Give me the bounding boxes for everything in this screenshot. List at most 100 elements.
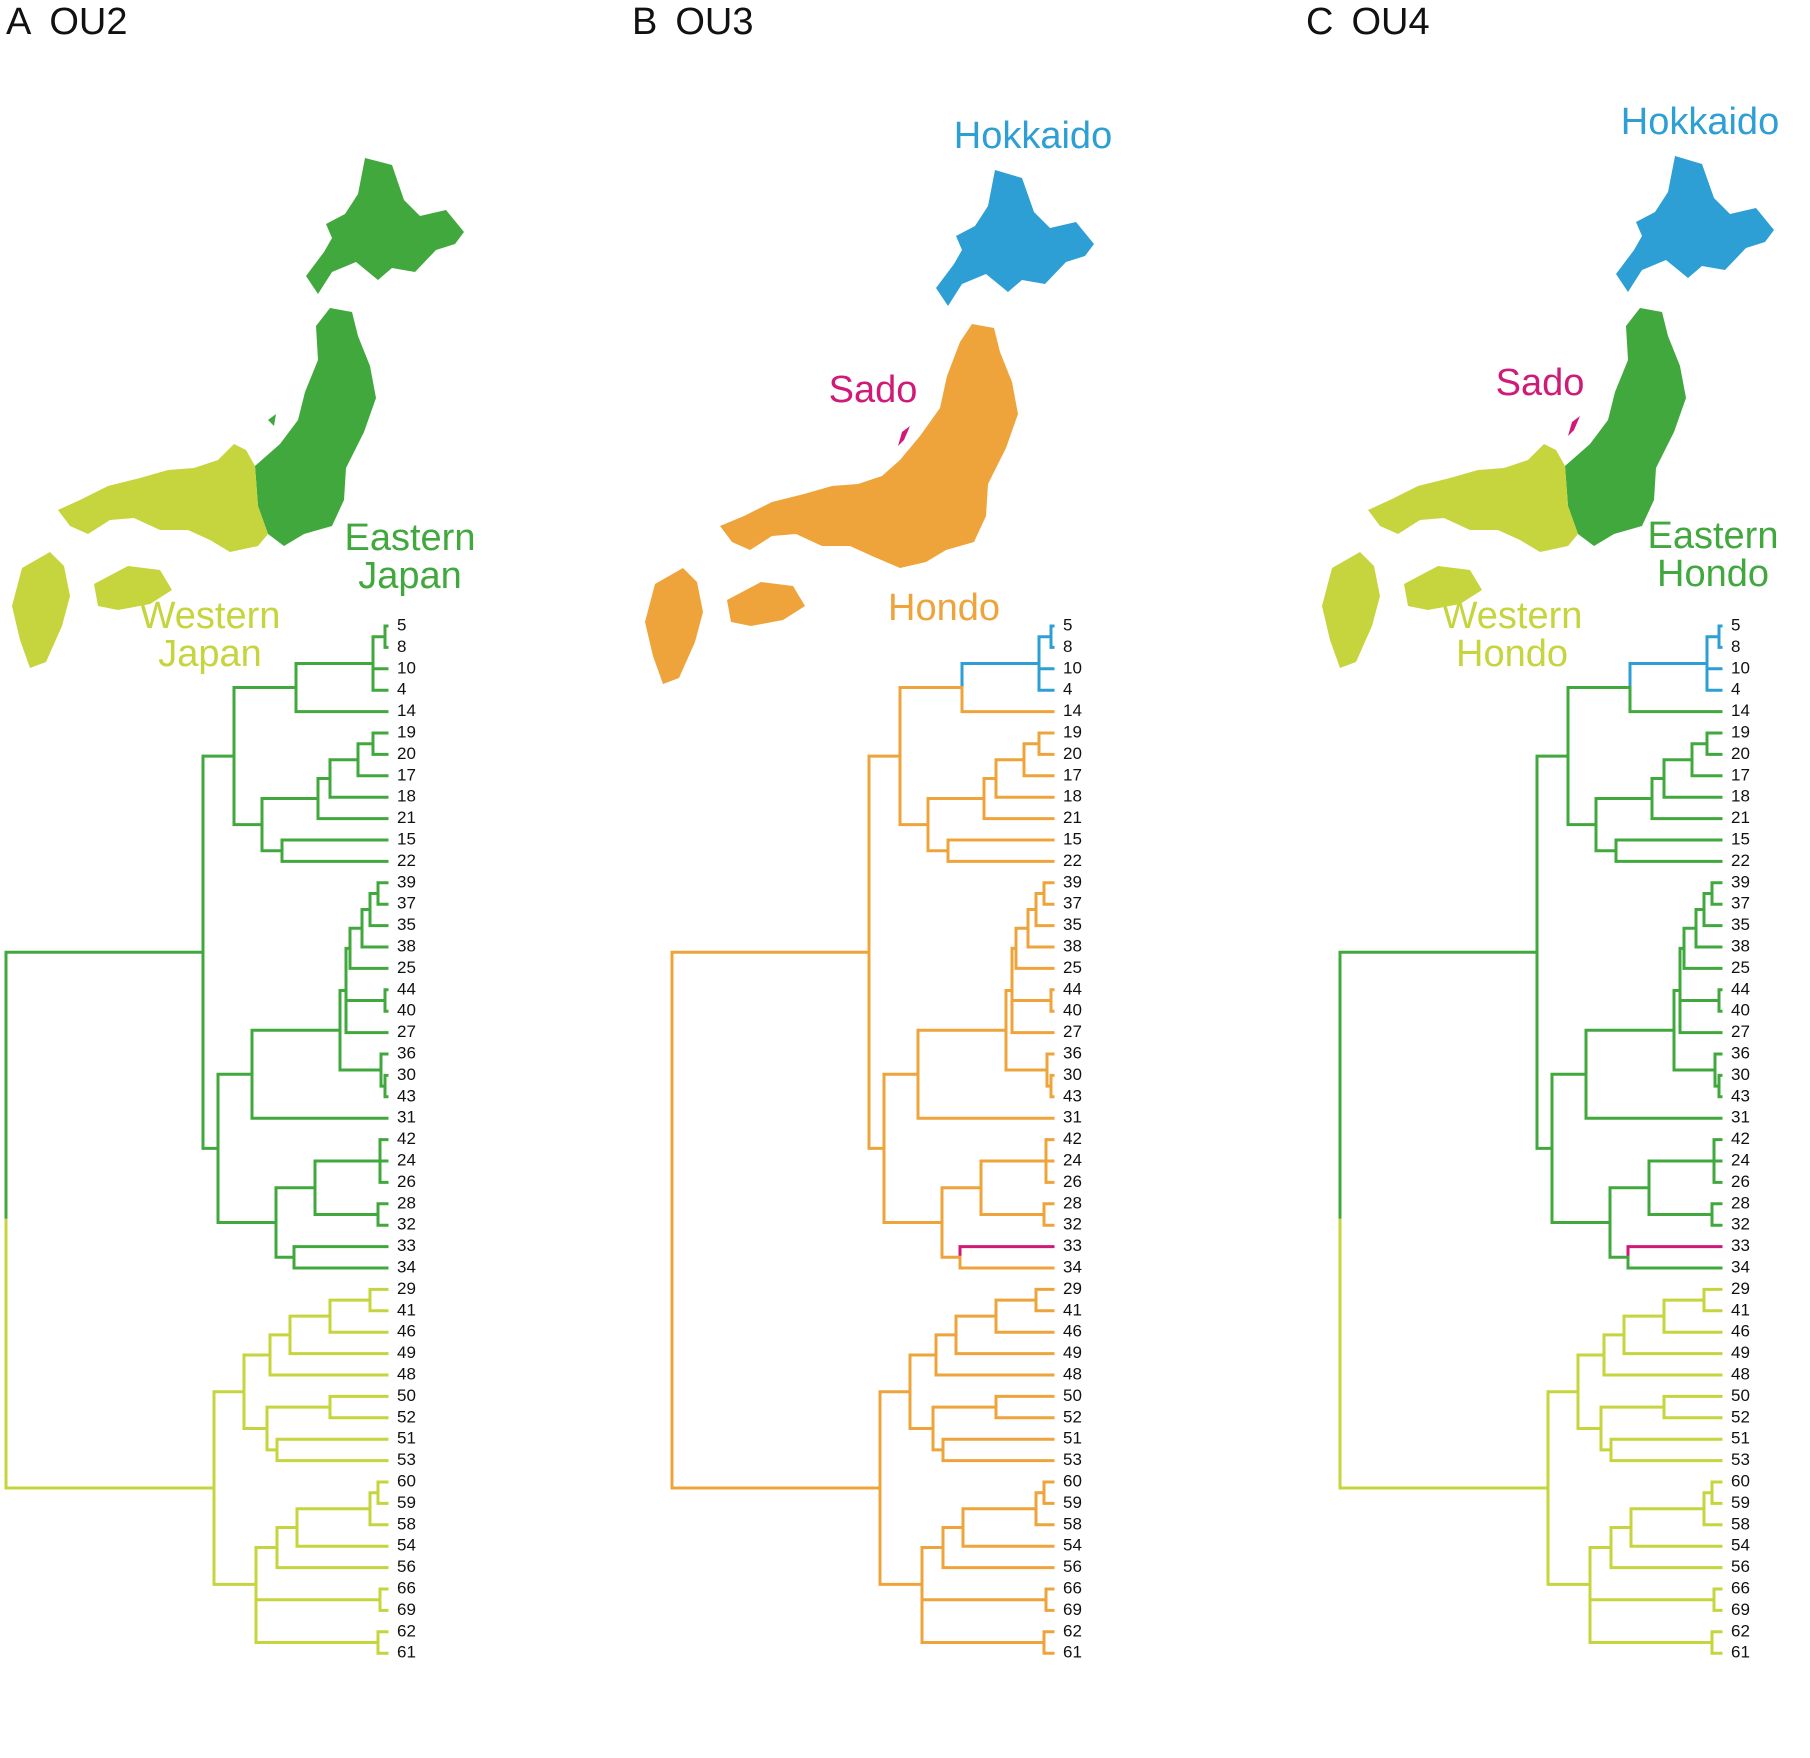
panel-c-branch-19 — [1705, 731, 1723, 746]
panel-c-branch-W — [1338, 1218, 1550, 1490]
panel-c-tip-label: 49 — [1731, 1343, 1750, 1362]
panel-a-branch-EB1c — [338, 1028, 383, 1072]
panel-a-branch-WA1a — [268, 1333, 292, 1357]
panel-c-branch-18 — [1662, 776, 1723, 799]
panel-a-branch-EB2c — [313, 1159, 382, 1190]
panel-c-branch-59 — [1710, 1491, 1723, 1505]
panel-a-branch-59 — [376, 1491, 389, 1505]
panel-b-branch-56 — [941, 1546, 1055, 1570]
panel-b-branch-41 — [1034, 1298, 1055, 1313]
panel-a-branch-WB2b — [254, 1619, 380, 1644]
panel-c-branch-WB — [1546, 1486, 1592, 1586]
panel-c-branch-WA2b — [1599, 1427, 1613, 1452]
panel-a-branch-50 — [328, 1394, 389, 1409]
panel-c-map-east-hondo — [1565, 308, 1686, 546]
panel-c-tip-label: 56 — [1731, 1557, 1750, 1576]
panel-a-branch-EB1f — [360, 908, 372, 930]
panel-c-branch-E2d — [1662, 758, 1694, 780]
panel-a-branch-20 — [371, 742, 389, 756]
panel-b-branch-32 — [1042, 1213, 1055, 1227]
panel-c-tip-label: 62 — [1731, 1621, 1750, 1640]
panel-a-branch-66 — [378, 1587, 389, 1602]
panel-c-map-hokkaido — [1616, 156, 1774, 292]
panel-b-tip-label: 20 — [1063, 744, 1082, 763]
panel-b-branch-33 — [958, 1245, 1055, 1259]
panel-a-tip-label: 25 — [397, 958, 416, 977]
panel-b-branch-61 — [1042, 1641, 1055, 1655]
panel-b-tip-label: 44 — [1063, 979, 1082, 998]
panel-c-branch-36 — [1713, 1052, 1723, 1072]
panel-b-branch-s4440 — [1010, 988, 1053, 1002]
panel-b-branch-8 — [1049, 635, 1055, 649]
panel-b-tip-label: 17 — [1063, 765, 1082, 784]
panel-c-tip-label: 19 — [1731, 722, 1750, 741]
panel-b-branch-WA2 — [908, 1390, 935, 1430]
panel-b-tip-label: 28 — [1063, 1193, 1082, 1212]
panel-a-branch-40 — [383, 999, 389, 1013]
panel-a-branch-8 — [383, 635, 389, 649]
panel-c-branch-EB1f — [1694, 908, 1706, 930]
panel-b-branch-5 — [1049, 624, 1055, 639]
panel-c-branch-EB2c — [1647, 1159, 1716, 1190]
panel-b-tip-label: 19 — [1063, 722, 1082, 741]
panel-b-region-hondo: Hondo — [888, 587, 1000, 629]
panel-c-branch-40 — [1717, 999, 1723, 1013]
panel-c-tip-label: 21 — [1731, 808, 1750, 827]
panel-c-branch-41 — [1702, 1298, 1723, 1313]
panel-c-tip-label: 31 — [1731, 1108, 1750, 1127]
panel-b-branch-60 — [1042, 1480, 1055, 1495]
panel-a-tip-label: 51 — [397, 1429, 416, 1448]
panel-c-branch-56 — [1609, 1546, 1723, 1570]
panel-a-branch-31 — [250, 1072, 389, 1120]
panel-b-branch-W — [670, 1218, 882, 1490]
panel-b-branch-WB1a — [941, 1525, 965, 1550]
panel-b-branch-44 — [1049, 988, 1055, 1002]
panel-a-branch-25 — [348, 946, 389, 970]
panel-c-branch-33 — [1626, 1245, 1723, 1259]
panel-a-branch-46 — [328, 1314, 389, 1334]
panel-a-branch-28 — [376, 1202, 389, 1216]
panel-b-tip-label: 54 — [1063, 1536, 1082, 1555]
panel-c-branch-EB — [1535, 950, 1554, 1150]
panel-b-tip-label: 21 — [1063, 808, 1082, 827]
panel-b-tip-label: 58 — [1063, 1514, 1082, 1533]
panel-b-branch-EB — [867, 950, 886, 1150]
panel-b-branch-58 — [1034, 1507, 1055, 1527]
panel-c-branch-E2 — [1566, 754, 1598, 827]
panel-c-tip-label: 54 — [1731, 1536, 1750, 1555]
panel-b-branch-34 — [958, 1255, 1055, 1270]
panel-a-branch-37 — [376, 892, 389, 906]
panel-a-branch-WA2 — [242, 1390, 269, 1430]
panel-b-branch-WA2b — [931, 1427, 945, 1452]
panel-c-branch-52 — [1662, 1405, 1723, 1420]
panel-a-tip-label: 42 — [397, 1129, 416, 1148]
panel-a-tip-label: 28 — [397, 1193, 416, 1212]
panel-c-tip-label: 48 — [1731, 1364, 1750, 1383]
panel-a-branch-33 — [292, 1245, 389, 1259]
panel-b-branch-27 — [1010, 988, 1055, 1035]
panel-c-branch-EB2d — [1647, 1186, 1714, 1216]
panel-a-branch-s4440 — [344, 988, 387, 1002]
panel-c-branch-30 — [1717, 1073, 1723, 1088]
panel-c-branch-EB1 — [1550, 1072, 1588, 1150]
panel-a-branch-W — [4, 1218, 216, 1490]
panel-b-branch-17 — [1022, 758, 1055, 778]
panel-b-tip-label: 51 — [1063, 1429, 1082, 1448]
panel-c-branch-44 — [1717, 988, 1723, 1002]
panel-b-tip-label: 66 — [1063, 1578, 1082, 1597]
panel-a-tip-label: 21 — [397, 808, 416, 827]
panel-a-tip-label: 58 — [397, 1514, 416, 1533]
panel-a-branch-E2c — [316, 776, 332, 801]
panel-c-branch-E2b — [1594, 823, 1618, 853]
panel-b-tip-label: 50 — [1063, 1386, 1082, 1405]
panel-c-tip-label: 25 — [1731, 958, 1750, 977]
panel-a-branch-19 — [371, 731, 389, 746]
panel-b-branch-s3937 — [1034, 892, 1046, 912]
panel-a-tip-label: 60 — [397, 1471, 416, 1490]
panel-c-tip-label: 60 — [1731, 1471, 1750, 1490]
panel-b-branch-EB1e — [1014, 926, 1030, 950]
panel-a-tip-label: 61 — [397, 1643, 416, 1662]
panel-c-tip-label: 10 — [1731, 658, 1750, 677]
panel-c-branch-27 — [1678, 988, 1723, 1035]
panel-a-branch-E — [4, 950, 205, 1222]
